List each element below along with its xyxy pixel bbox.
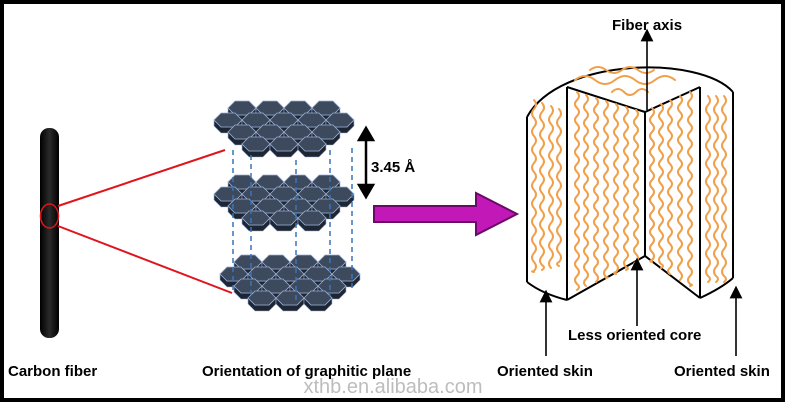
fibril [603,100,609,279]
graphite-plate-top [297,210,327,226]
fibril [633,109,639,267]
carbon-fiber-label: Carbon fiber [8,363,97,380]
fibril [649,107,655,263]
fibrils [531,66,727,291]
fibril [531,99,537,273]
fibril [721,95,727,283]
fibril [556,108,562,267]
process-arrow [373,191,520,237]
oriented-skin-left-label: Oriented skin [497,363,593,380]
fibril [583,94,589,287]
fibril [713,95,719,283]
spacing-label: 3.45 Å [371,159,415,176]
fibril [623,106,629,271]
fibril [677,95,683,281]
fibril [667,99,673,275]
graphite-plate-top [303,290,333,306]
fiber-axis-label: Fiber axis [612,17,682,34]
less-oriented-core-label: Less oriented core [568,327,701,344]
fibril [593,97,599,283]
annotation-arrows [539,28,743,356]
fibril [705,95,711,283]
fibril [658,103,664,269]
interlayer-dashed-lines [232,148,353,300]
fibril [687,91,693,287]
graphite-plate-top [297,136,327,152]
carbon-fiber-rod [39,128,60,338]
fibril [548,105,554,269]
spacing-arrow [356,125,376,200]
fibril [574,66,676,96]
fibril [539,102,545,271]
graphitic-planes [213,100,361,312]
oriented-skin-right-label: Oriented skin [674,363,770,380]
fibril [613,103,619,275]
zoom-lines [57,149,233,294]
fibril [574,91,580,291]
fiber-cross-section [526,66,734,301]
watermark: xthb.en.alibaba.com [303,376,482,398]
orientation-label: Orientation of graphitic plane [202,363,411,380]
